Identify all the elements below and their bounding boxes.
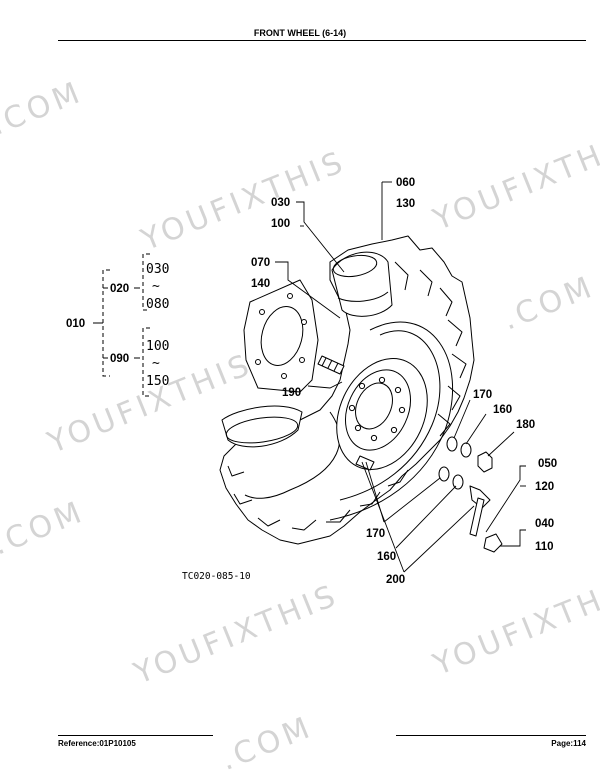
header-divider bbox=[58, 40, 586, 41]
wheel-centre-hole bbox=[355, 382, 393, 430]
group-020-to: 080 bbox=[146, 297, 169, 312]
leader-lines bbox=[275, 181, 526, 573]
callout-060: 060 bbox=[396, 177, 415, 189]
hex-bolt bbox=[469, 485, 491, 509]
assembly-tree bbox=[93, 253, 150, 397]
watermark: .COM bbox=[498, 269, 600, 337]
callout-160-lower: 160 bbox=[377, 551, 396, 563]
callout-070: 070 bbox=[251, 257, 270, 269]
watermark: .COM bbox=[0, 75, 88, 143]
washer bbox=[438, 466, 450, 482]
callout-180: 180 bbox=[516, 419, 535, 431]
group-090-to: 150 bbox=[146, 374, 169, 389]
hex-nut bbox=[477, 451, 493, 473]
spring-washer bbox=[460, 442, 472, 458]
watermark: YOUFIXTHIS bbox=[42, 347, 257, 461]
watermark: YOUFIXTHIS bbox=[128, 578, 343, 692]
stud-bolt bbox=[317, 355, 345, 375]
callout-110: 110 bbox=[535, 541, 554, 553]
callout-030: 030 bbox=[271, 197, 290, 209]
callout-170-lower: 170 bbox=[366, 528, 385, 540]
group-090-tilde: ~ bbox=[152, 356, 160, 371]
callout-200: 200 bbox=[386, 574, 405, 586]
watermark: .COM bbox=[216, 710, 318, 776]
watermark: YOUFIXTHIS bbox=[136, 144, 351, 258]
callout-100: 100 bbox=[271, 218, 290, 230]
watermark: YOUFIXTHIS bbox=[428, 124, 600, 238]
footer-divider-left bbox=[58, 735, 213, 736]
callout-190: 190 bbox=[282, 387, 301, 399]
group-020-tilde: ~ bbox=[152, 279, 160, 294]
tube-section-top bbox=[331, 251, 393, 317]
callout-050: 050 bbox=[538, 458, 557, 470]
callout-040: 040 bbox=[535, 518, 554, 530]
washer bbox=[446, 436, 458, 452]
wheel-illustration bbox=[219, 235, 503, 553]
assembly-root-label: 010 bbox=[66, 318, 85, 330]
spring-washer bbox=[452, 474, 464, 490]
footer-page-number: Page:114 bbox=[551, 739, 586, 748]
valve-cap bbox=[483, 533, 503, 553]
hub-flange bbox=[243, 279, 319, 393]
tube-section-lower bbox=[221, 405, 303, 448]
figure-code: TC020-085-10 bbox=[182, 571, 251, 582]
callout-140: 140 bbox=[251, 278, 270, 290]
footer-divider-right bbox=[396, 735, 586, 736]
callout-130: 130 bbox=[396, 198, 415, 210]
group-020-label: 020 bbox=[110, 283, 129, 295]
group-090-from: 100 bbox=[146, 339, 169, 354]
callout-170-upper: 170 bbox=[473, 389, 492, 401]
group-020-from: 030 bbox=[146, 262, 169, 277]
callout-160-upper: 160 bbox=[493, 404, 512, 416]
callout-120: 120 bbox=[535, 481, 554, 493]
footer-reference: Reference:01P10105 bbox=[58, 739, 136, 748]
page-title: FRONT WHEEL (6-14) bbox=[253, 28, 347, 38]
watermark: YOUFIXTHIS bbox=[428, 569, 600, 683]
watermark: .COM bbox=[0, 494, 90, 562]
group-090-label: 090 bbox=[110, 353, 129, 365]
